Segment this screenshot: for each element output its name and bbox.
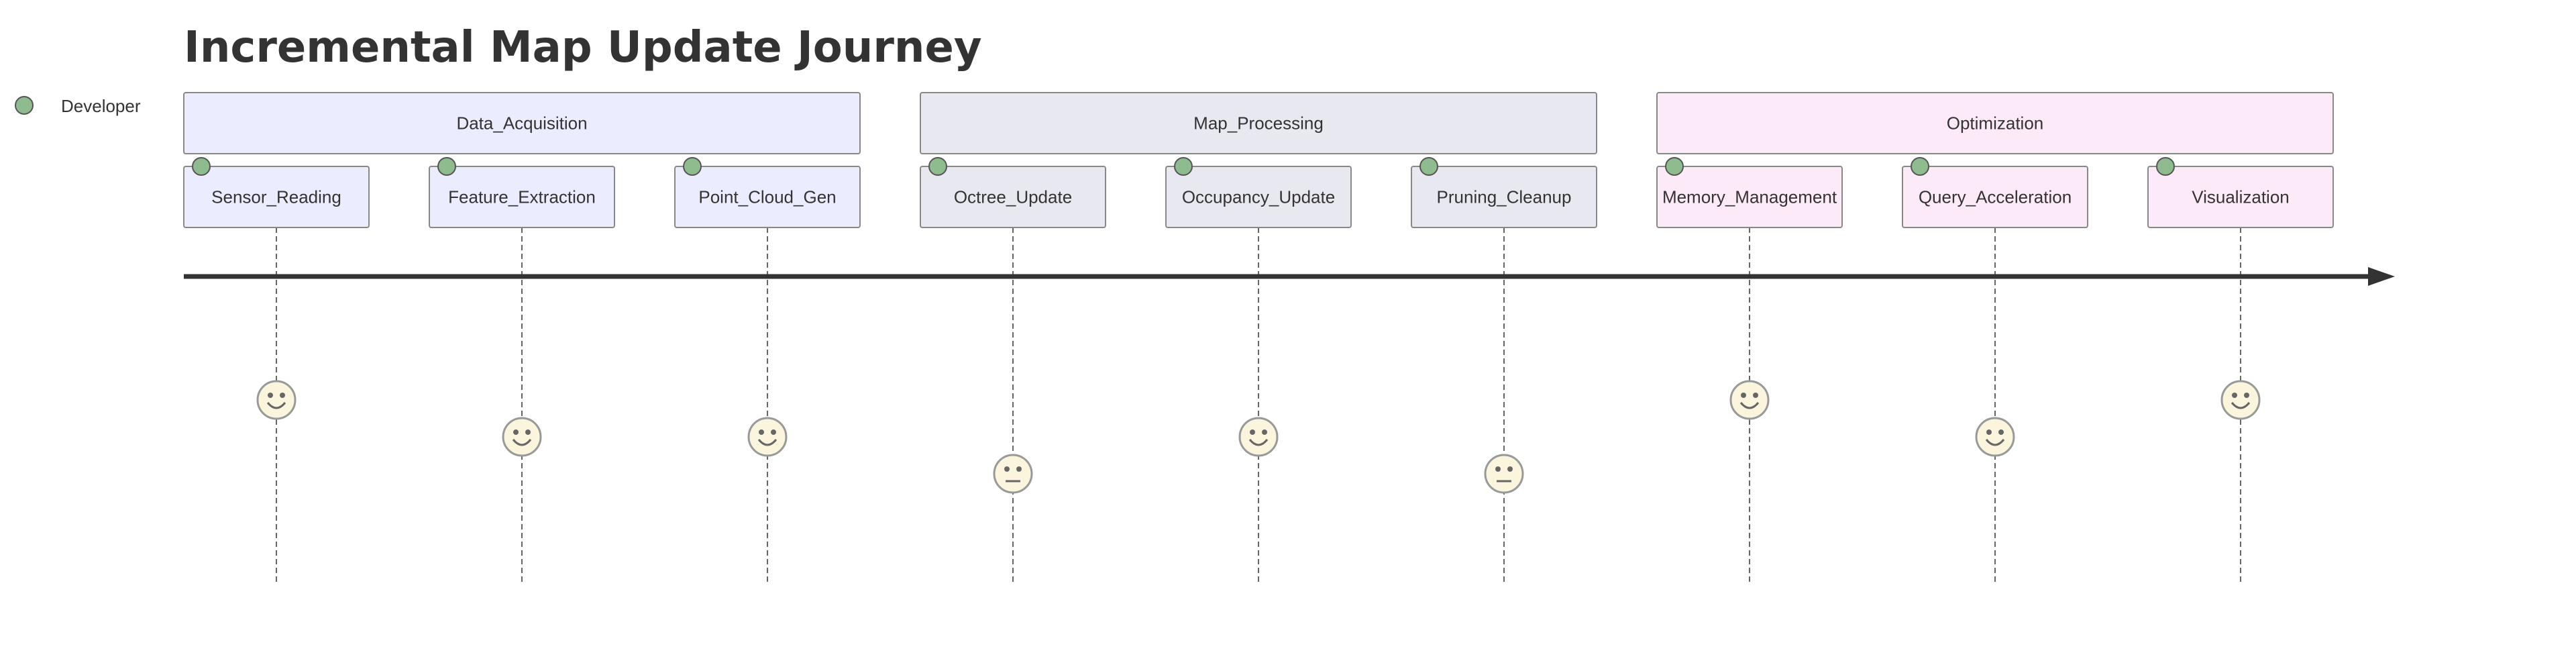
section-label: Optimization (1947, 113, 2044, 134)
smiley-face-icon (256, 380, 297, 420)
section-label: Map_Processing (1193, 113, 1324, 134)
task-box (920, 166, 1106, 228)
task-label: Occupancy_Update (1182, 187, 1335, 207)
task-actor-marker (437, 157, 456, 176)
smiley-face-icon (502, 417, 542, 457)
task-actor-marker (2156, 157, 2175, 176)
smiley-face-icon (747, 417, 788, 457)
satisfaction-faces (256, 380, 2261, 494)
task-box (674, 166, 861, 228)
task-actor-marker (1665, 157, 1684, 176)
task-label: Feature_Extraction (448, 187, 596, 207)
neutral-face-icon (993, 454, 1033, 494)
task-box (1656, 166, 1843, 228)
task-box (2147, 166, 2334, 228)
task-actor-marker (1174, 157, 1193, 176)
task-label: Octree_Update (954, 187, 1072, 207)
section-box (1656, 92, 2334, 154)
smiley-face-icon (1238, 417, 1279, 457)
journey-axis (184, 267, 2395, 286)
task-label: Pruning_Cleanup (1437, 187, 1572, 207)
timeline-arrowhead (2368, 267, 2395, 286)
actor-legend-marker (15, 96, 34, 115)
task-box (1165, 166, 1352, 228)
task-label: Point_Cloud_Gen (698, 187, 836, 207)
task-box (1902, 166, 2088, 228)
neutral-face-icon (1484, 454, 1524, 494)
task-label: Query_Acceleration (1919, 187, 2072, 207)
smiley-face-icon (1975, 417, 2015, 457)
task-label: Sensor_Reading (211, 187, 341, 207)
task-actor-marker (192, 157, 211, 176)
task-actor-marker (1419, 157, 1438, 176)
section-label: Data_Acquisition (456, 113, 587, 134)
tasks: Sensor_Reading Feature_Extraction Point_Cl… (183, 157, 2334, 228)
section-box (920, 92, 1597, 154)
task-box (429, 166, 615, 228)
sections: Data_Acquisition Map_Processing Optimizati… (183, 92, 2334, 154)
task-actor-marker (1911, 157, 1929, 176)
task-label: Visualization (2192, 187, 2290, 207)
diagram-title: Incremental Map Update Journey (184, 23, 982, 72)
task-lines (276, 227, 2241, 584)
section-box (183, 92, 861, 154)
smiley-face-icon (1729, 380, 1770, 420)
task-box (1411, 166, 1597, 228)
task-actor-marker (928, 157, 947, 176)
actor-legend-label: Developer (61, 96, 141, 116)
task-label: Memory_Management (1662, 187, 1837, 207)
task-actor-marker (683, 157, 702, 176)
smiley-face-icon (2220, 380, 2261, 420)
actor-legend: Developer (15, 96, 141, 116)
task-box (183, 166, 370, 228)
